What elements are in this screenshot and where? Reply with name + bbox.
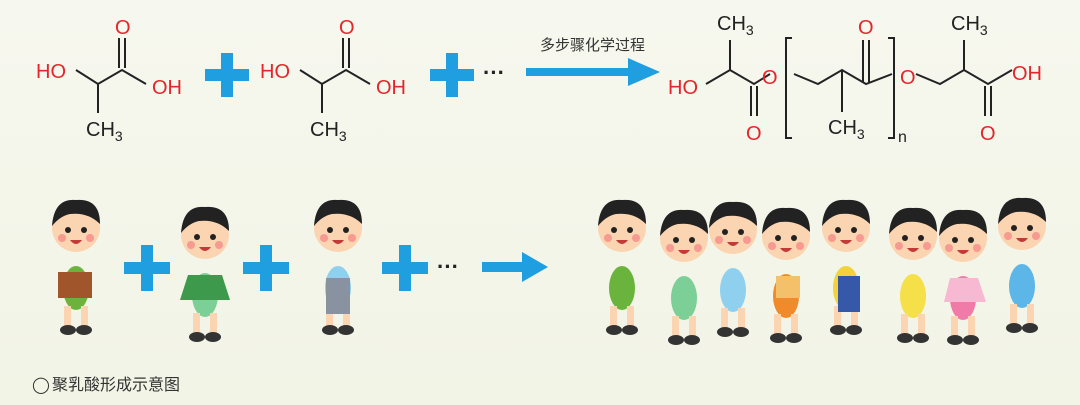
carbonyl-oxygen-label: O — [115, 17, 131, 39]
ellipsis: ··· — [437, 254, 459, 279]
plus-sign — [205, 53, 249, 97]
hydroxyl-label: HO — [260, 61, 290, 83]
ester-oxygen-label: O — [762, 67, 778, 89]
repeat-count-label: n — [898, 129, 907, 146]
repeat-bracket-right — [888, 37, 895, 139]
plus-sign — [430, 53, 474, 97]
child-green-shirt-boy — [52, 199, 100, 335]
repeat-bracket-left — [785, 37, 792, 139]
plus-sign — [124, 245, 170, 291]
methyl-label: CH3 — [951, 13, 988, 38]
hydroxyl-label: OH — [152, 77, 182, 99]
monomer-2: HO OH O CH3 — [260, 17, 406, 144]
figure-caption: 聚乳酸形成示意图 — [52, 375, 180, 394]
carbonyl-oxygen-label: O — [746, 123, 762, 145]
child-green-dress-girl — [180, 206, 230, 342]
monomer-1: HO OH O CH3 — [36, 17, 182, 144]
group-of-children — [598, 197, 1046, 345]
methyl-label: CH3 — [717, 13, 754, 38]
polylactic-acid-structure: HO O O O O O OH CH3 CH3 CH3 n — [668, 13, 1042, 146]
analogy-arrow — [482, 252, 548, 282]
carbonyl-oxygen-label: O — [858, 17, 874, 39]
plus-sign — [382, 245, 428, 291]
methyl-label: CH3 — [310, 119, 347, 144]
methyl-label: CH3 — [86, 119, 123, 144]
hydroxyl-label: HO — [668, 77, 698, 99]
ester-oxygen-label: O — [900, 67, 916, 89]
hydroxyl-label: OH — [376, 77, 406, 99]
hydroxyl-label: HO — [36, 61, 66, 83]
reaction-arrow — [526, 58, 660, 86]
carbonyl-oxygen-label: O — [980, 123, 996, 145]
arrow-label: 多步骤化学过程 — [540, 36, 645, 54]
ellipsis: ··· — [483, 60, 505, 85]
hydroxyl-label: OH — [1012, 63, 1042, 85]
child-blue-shirt-boy — [314, 199, 362, 335]
caption-bullet-icon: ◯ — [32, 375, 50, 394]
carbonyl-oxygen-label: O — [339, 17, 355, 39]
plus-sign — [243, 245, 289, 291]
methyl-label: CH3 — [828, 117, 865, 142]
